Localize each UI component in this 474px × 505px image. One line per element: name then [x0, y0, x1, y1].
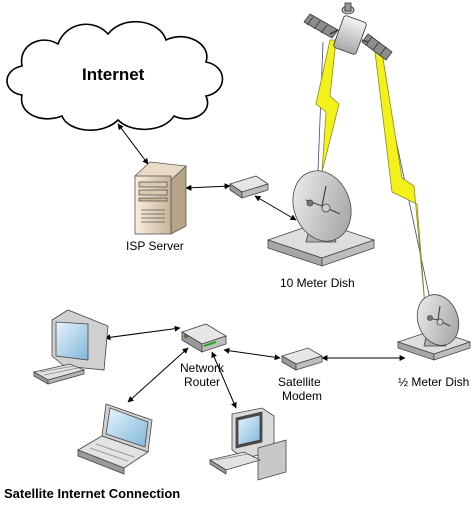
connections [104, 123, 406, 409]
link-router-sat-modem [223, 347, 281, 361]
network-router-label-line1: Network [180, 361, 225, 375]
desktop-computer-icon [32, 309, 109, 385]
lightning-beam-small-dish [374, 51, 427, 319]
network-router-label-line2: Router [184, 375, 220, 389]
internet-cloud [6, 20, 224, 131]
network-router-icon [181, 323, 227, 353]
isp-server-icon [134, 161, 187, 235]
small-dish-label: ½ Meter Dish [398, 375, 469, 389]
large-dish-label: 10 Meter Dish [280, 276, 355, 290]
satellite-icon [303, 2, 393, 61]
link-laptop-router [127, 347, 189, 403]
satellite-modem-label-line1: Satellite [278, 375, 321, 389]
diagram-caption: Satellite Internet Connection [4, 486, 180, 501]
cloud-label: Internet [82, 65, 145, 84]
laptop-icon [77, 403, 153, 475]
isp-modem-icon [229, 175, 269, 199]
satellite-modem-label-line2: Modem [282, 389, 322, 403]
large-dish-icon [266, 170, 376, 267]
lightning-beam-large-dish [315, 39, 340, 173]
isp-server-label: ISP Server [126, 239, 184, 253]
small-dish-icon [396, 294, 472, 361]
workstation-icon [208, 407, 287, 481]
link-desktop-router [211, 351, 237, 409]
link-cloud-server [117, 123, 149, 165]
link-computer-router [104, 325, 181, 341]
link-server-modem [185, 183, 231, 191]
link-modem-dish [254, 195, 297, 221]
satellite-modem-icon [280, 347, 324, 371]
